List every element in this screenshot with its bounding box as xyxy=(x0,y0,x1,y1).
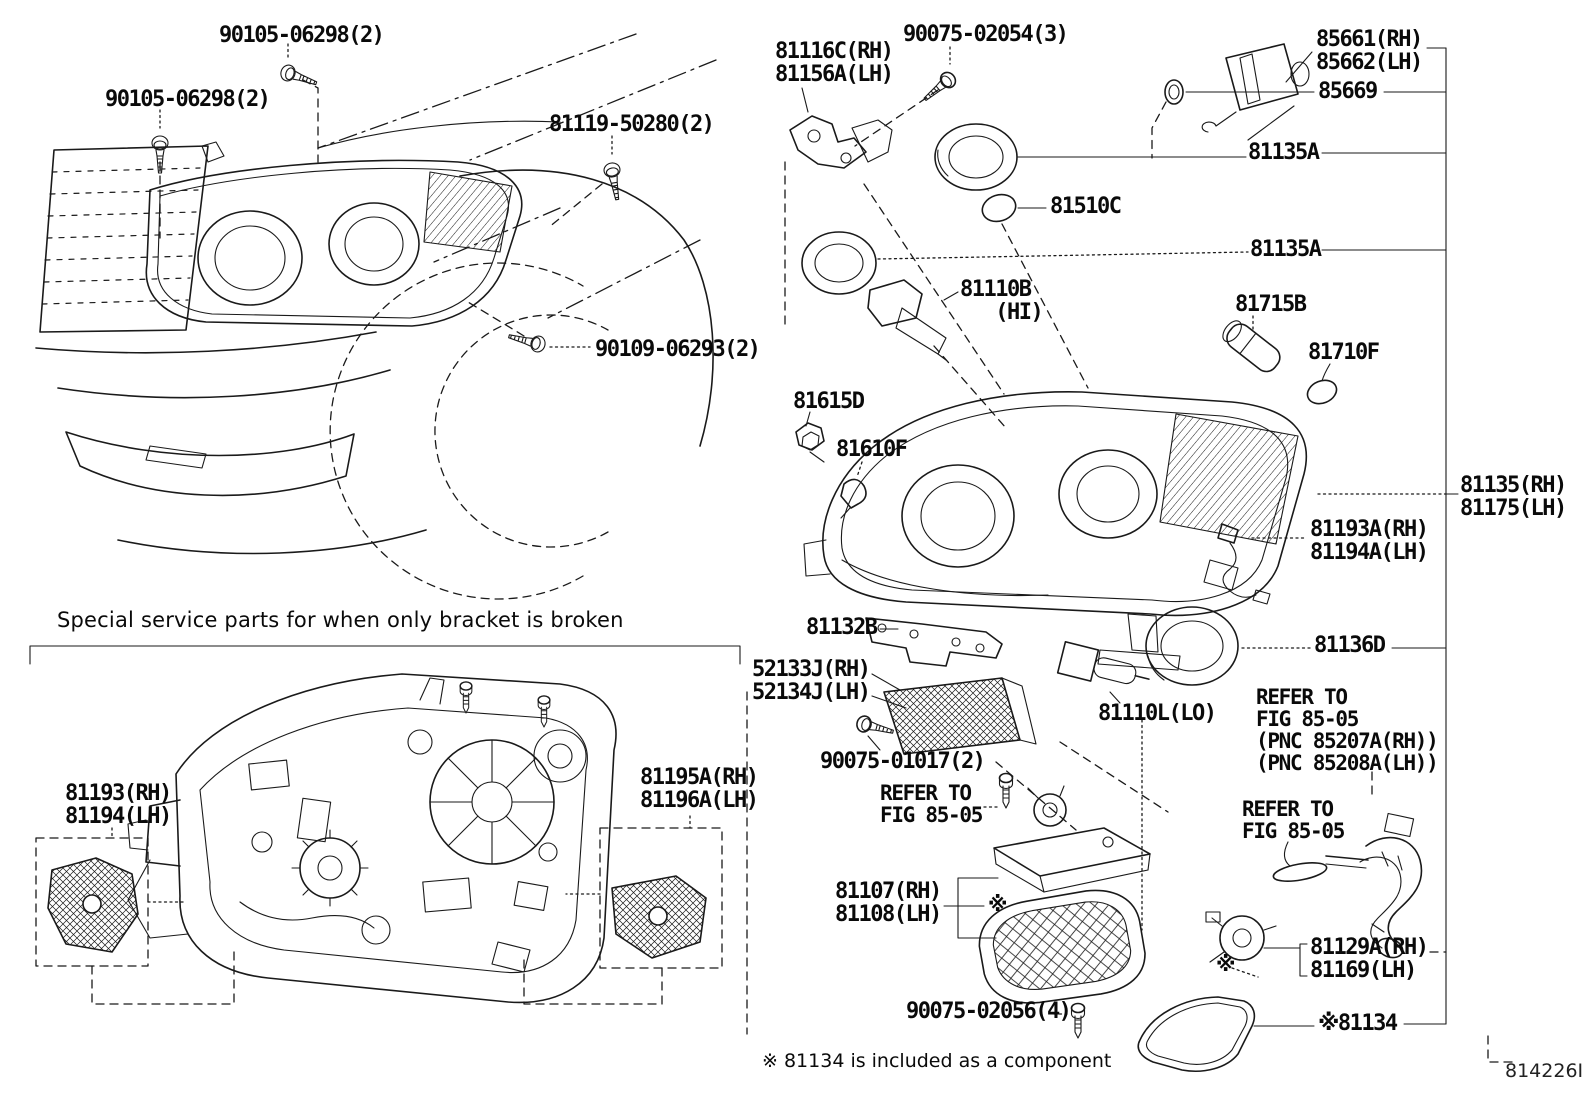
label-footnote: ※ 81134 is included as a component xyxy=(762,1050,1112,1072)
car-front-sketch xyxy=(35,33,717,600)
label-81710F: 81710F xyxy=(1308,340,1380,365)
label-90075-01017: 90075-01017(2) xyxy=(820,749,986,774)
label-81135A-1: 81135A xyxy=(1248,140,1320,165)
label-81610F: 81610F xyxy=(836,437,908,462)
label-90109-06293: 90109-06293(2) xyxy=(595,337,761,362)
label-85669: 85669 xyxy=(1318,79,1378,104)
label-81510C: 81510C xyxy=(1050,194,1122,219)
label-refer-mid: REFER TO FIG 85-05 xyxy=(880,781,983,827)
label-81119-50280: 81119-50280(2) xyxy=(549,112,715,137)
label-90105-06298-left: 90105-06298(2) xyxy=(105,87,271,112)
label-refer-pnc: REFER TO FIG 85-05 (PNC 85207A(RH)) (PNC… xyxy=(1256,685,1439,775)
label-81110B-HI: 81110B (HI) xyxy=(960,277,1044,325)
label-81135A-2: 81135A xyxy=(1250,237,1322,262)
label-90075-02054: 90075-02054(3) xyxy=(903,22,1069,47)
leader-lines xyxy=(111,43,1517,1063)
label-refer-right: REFER TO FIG 85-05 xyxy=(1242,797,1345,843)
label-52133J-52134J: 52133J(RH) 52134J(LH) xyxy=(752,657,871,705)
label-81136D: 81136D xyxy=(1314,633,1386,658)
label-90105-06298-top: 90105-06298(2) xyxy=(219,23,385,48)
label-81110L-LO: 81110L(LO) xyxy=(1098,701,1217,726)
label-81132B: 81132B xyxy=(806,615,878,640)
label-81116C-81156A: 81116C(RH) 81156A(LH) xyxy=(775,39,894,87)
label-85661-85662: 85661(RH) 85662(LH) xyxy=(1316,27,1423,75)
label-90075-02056: 90075-02056(4) xyxy=(906,999,1072,1024)
label-81615D: 81615D xyxy=(793,389,865,414)
label-81715B: 81715B xyxy=(1235,292,1307,317)
label-81134: ※81134 xyxy=(1318,1011,1398,1036)
bracket-service-view xyxy=(29,645,741,1005)
label-81193-81194: 81193(RH) 81194(LH) xyxy=(65,781,172,829)
label-drawing-code: 814226I xyxy=(1505,1060,1584,1082)
label-component-mark-2: ※ xyxy=(1216,952,1236,976)
label-component-mark-1: ※ xyxy=(988,892,1008,916)
label-81107-81108: 81107(RH) 81108(LH) xyxy=(835,879,942,927)
label-81135-81175: 81135(RH) 81175(LH) xyxy=(1460,473,1567,521)
label-81129A-81169: 81129A(RH) 81169(LH) xyxy=(1310,935,1429,983)
label-special-note: Special service parts for when only brac… xyxy=(57,608,624,632)
headlamp-exploded-view xyxy=(789,43,1423,1072)
label-81193A-81194A: 81193A(RH) 81194A(LH) xyxy=(1310,517,1429,565)
label-81195A-81196A: 81195A(RH) 81196A(LH) xyxy=(640,765,759,813)
